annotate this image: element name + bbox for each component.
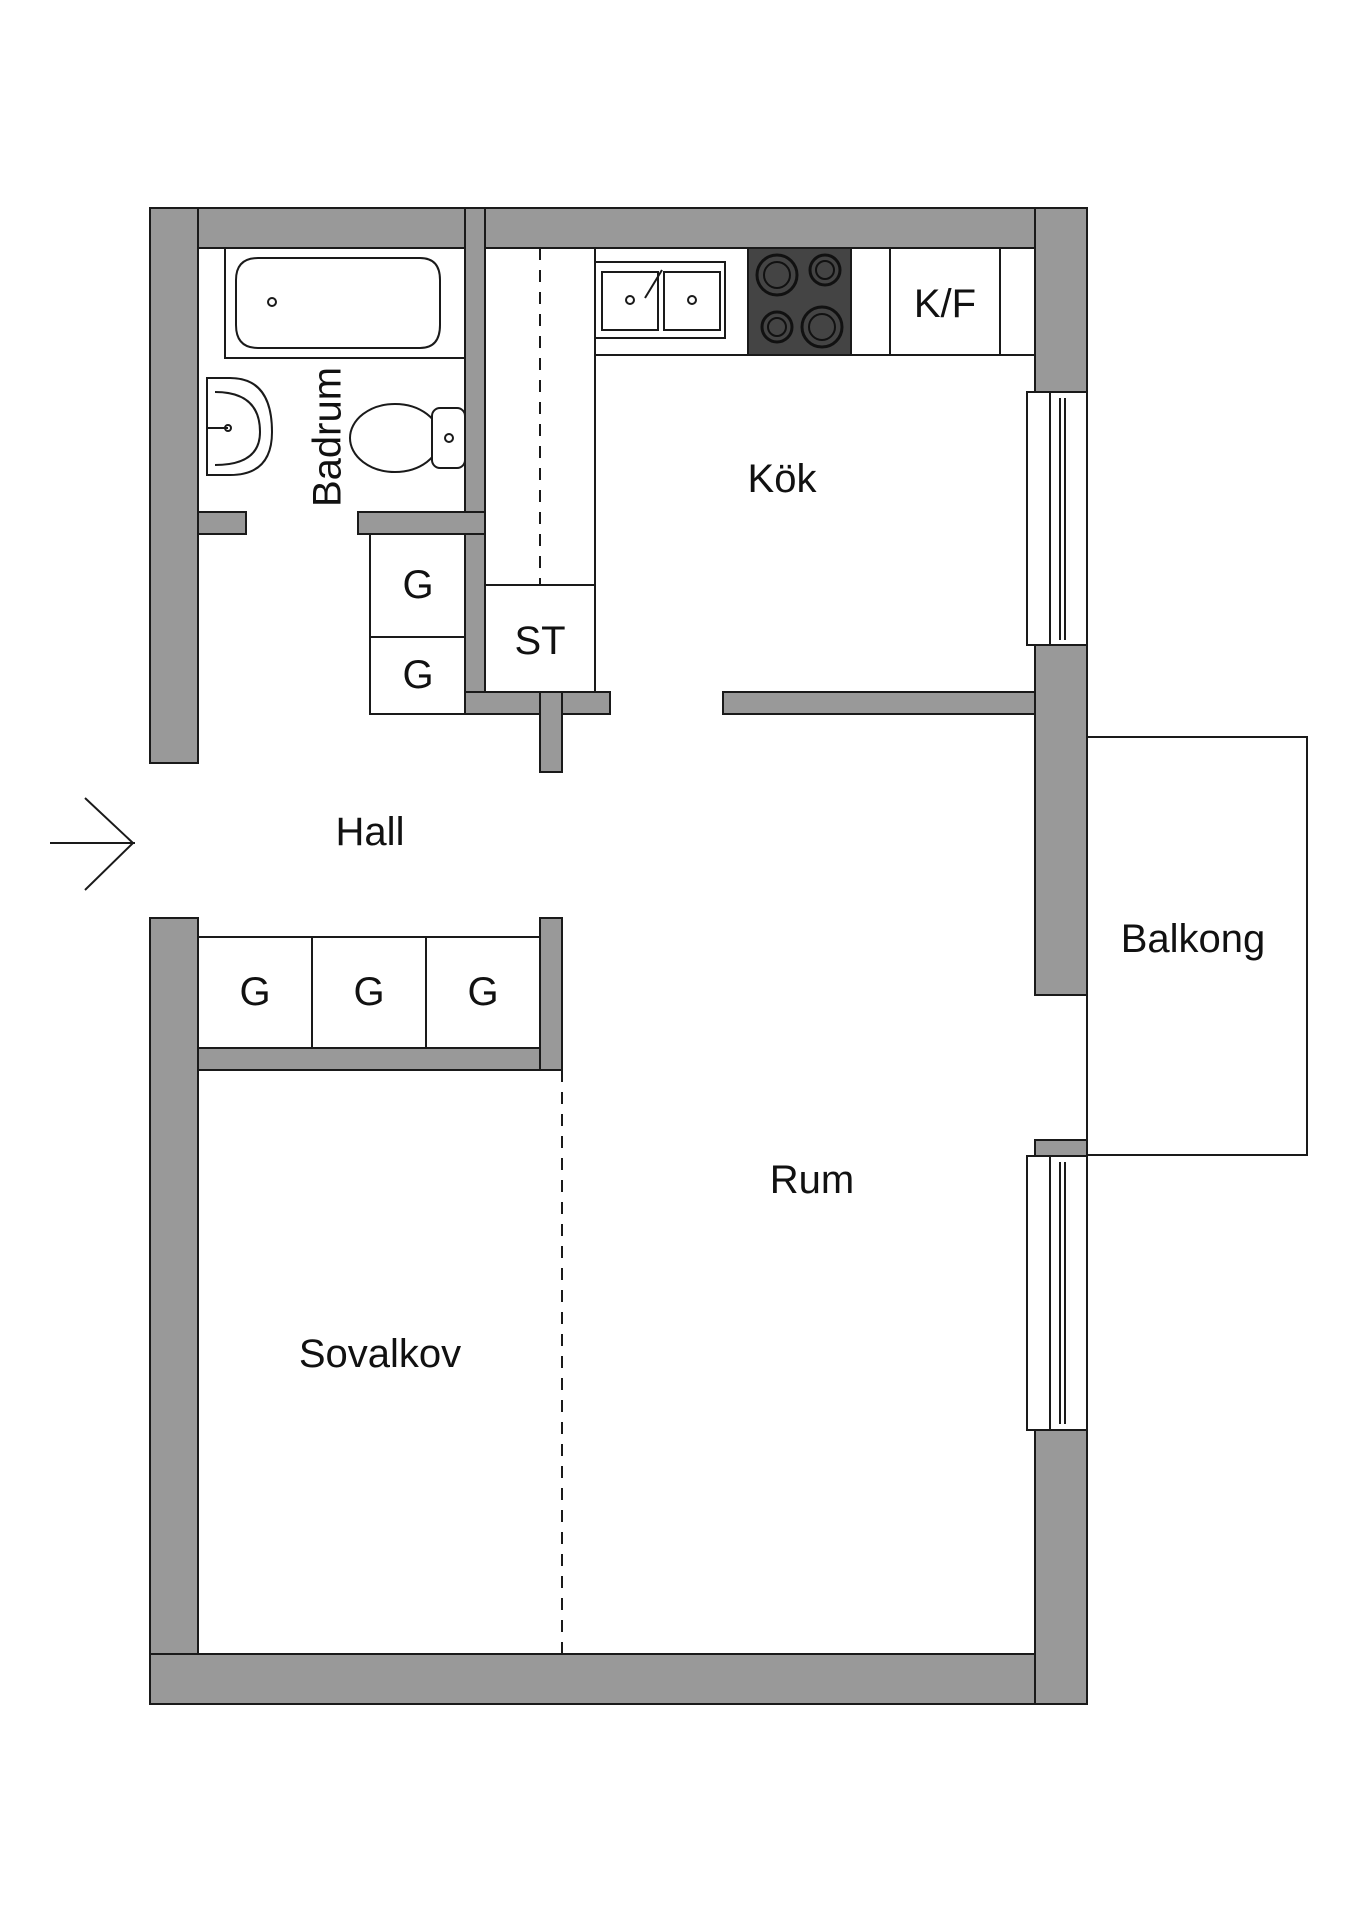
label-st: ST bbox=[514, 619, 565, 663]
label-g-lower-1: G bbox=[239, 970, 270, 1014]
wardrobes-hall-upper bbox=[369, 533, 466, 715]
stove bbox=[747, 247, 852, 356]
interior-walls bbox=[197, 207, 1036, 1071]
room-label-hall: Hall bbox=[336, 810, 405, 854]
room-label-kok: Kök bbox=[748, 457, 818, 501]
label-g-lower-2: G bbox=[353, 970, 384, 1014]
entrance-arrow-icon bbox=[50, 797, 135, 891]
label-kf: K/F bbox=[914, 282, 976, 326]
room-label-balkong: Balkong bbox=[1121, 917, 1266, 961]
balcony-outline bbox=[1086, 736, 1308, 1156]
label-g-upper-1: G bbox=[402, 563, 433, 607]
toilet bbox=[349, 403, 466, 473]
outer-walls bbox=[149, 207, 1088, 1705]
room-label-sovalkov: Sovalkov bbox=[299, 1332, 461, 1376]
window-room bbox=[1026, 1155, 1088, 1431]
bathtub bbox=[224, 247, 466, 359]
storage-cabinet bbox=[484, 584, 596, 693]
fridge-freezer bbox=[889, 247, 1001, 356]
label-g-upper-2: G bbox=[402, 653, 433, 697]
sink-bathroom bbox=[206, 377, 274, 476]
label-g-lower-3: G bbox=[467, 970, 498, 1014]
kitchen-sink bbox=[594, 261, 726, 339]
room-label-badrum: Badrum bbox=[306, 367, 350, 507]
room-label-rum: Rum bbox=[770, 1158, 854, 1202]
window-kitchen bbox=[1026, 391, 1088, 646]
wardrobes-hall-lower bbox=[197, 936, 541, 1049]
